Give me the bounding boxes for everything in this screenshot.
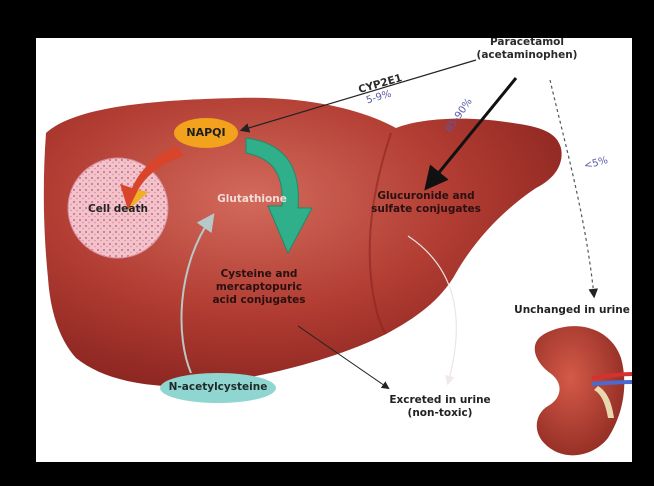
glucuronide-line2: sulfate conjugates [366,203,486,216]
glucuronide-label: Glucuronide and sulfate conjugates [366,190,486,216]
diagram-graphics [36,38,632,462]
cysteine-line2: mercaptopuric [204,281,314,294]
paracetamol-to-urine-dotted-arrow [550,80,594,296]
cysteine-line1: Cysteine and [204,268,314,281]
glutathione-label: Glutathione [212,193,292,206]
cysteine-line3: acid conjugates [204,294,314,307]
kidney-shape [535,326,625,455]
cysteine-label: Cysteine and mercaptopuric acid conjugat… [204,268,314,307]
paracetamol-name: Paracetamol [462,38,592,49]
excreted-line1: Excreted in urine [380,394,500,407]
paracetamol-label: Paracetamol (acetaminophen) [462,38,592,62]
napqi-label: NAPQI [182,126,230,139]
nac-label: N-acetylcysteine [160,381,276,394]
glucuronide-line1: Glucuronide and [366,190,486,203]
unchanged-in-urine-label: Unchanged in urine [510,304,632,317]
paracetamol-alt-name: (acetaminophen) [462,49,592,62]
diagram-canvas: Paracetamol (acetaminophen) CYP2E1 5-9% … [36,38,632,462]
excreted-label: Excreted in urine (non-toxic) [380,394,500,420]
excreted-line2: (non-toxic) [380,407,500,420]
cell-death-label: Cell death [82,203,154,216]
